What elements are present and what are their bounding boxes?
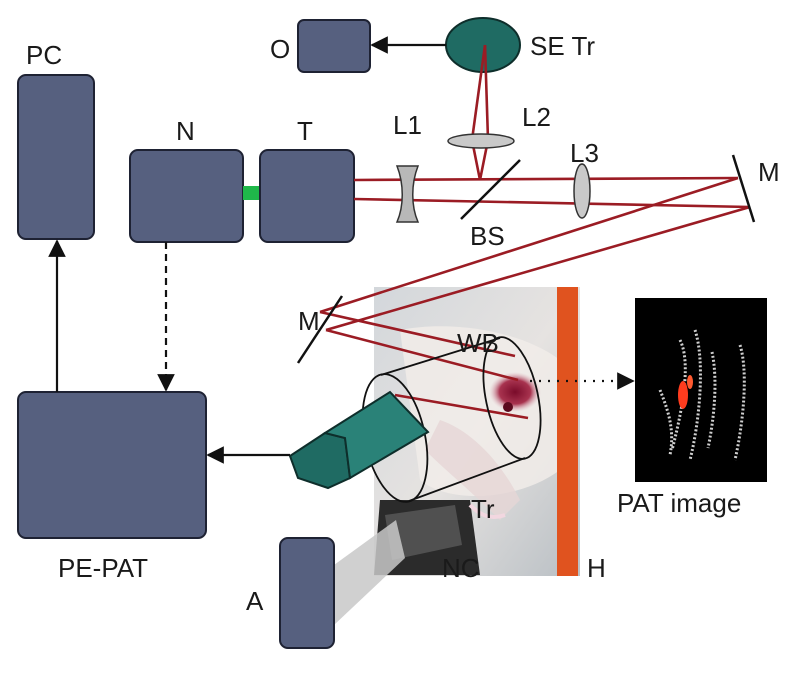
mirror-left-icon [296,295,344,364]
label-se-tr: SE Tr [530,31,595,61]
label-o: O [270,34,290,64]
holder-plate [557,287,578,576]
label-m-right: M [758,157,780,187]
label-n: N [176,116,195,146]
label-a: A [246,586,264,616]
pat-image [635,298,767,482]
laser-beam [319,44,751,420]
ultrasound-transducer-icon [288,390,430,490]
label-pc: PC [26,40,62,70]
nd-yag-laser-box [129,149,244,243]
pc-box [17,74,95,240]
label-l2: L2 [522,102,551,132]
label-l1: L1 [393,110,422,140]
label-tr: Tr [471,494,495,524]
amplifier-box [279,537,335,649]
mirror-right-icon [731,154,756,223]
label-t: T [297,116,313,146]
oscilloscope-box [297,19,371,73]
convex-lens-l3-icon [573,163,591,219]
holder-arm [334,520,405,625]
concave-lens-icon [395,165,420,223]
tunable-laser-box [259,149,355,243]
label-m-left: M [298,306,320,336]
label-wb: WB [457,328,499,358]
pe-pat-box [17,391,207,539]
beam-splitter-icon [460,159,521,220]
label-pe-pat: PE-PAT [58,553,148,583]
label-nc: NC [442,553,480,583]
label-pat-image: PAT image [617,488,741,518]
fiber-link [243,186,260,200]
label-l3: L3 [570,138,599,168]
label-bs: BS [470,221,505,251]
convex-lens-l2-icon [447,133,515,149]
label-h: H [587,553,606,583]
